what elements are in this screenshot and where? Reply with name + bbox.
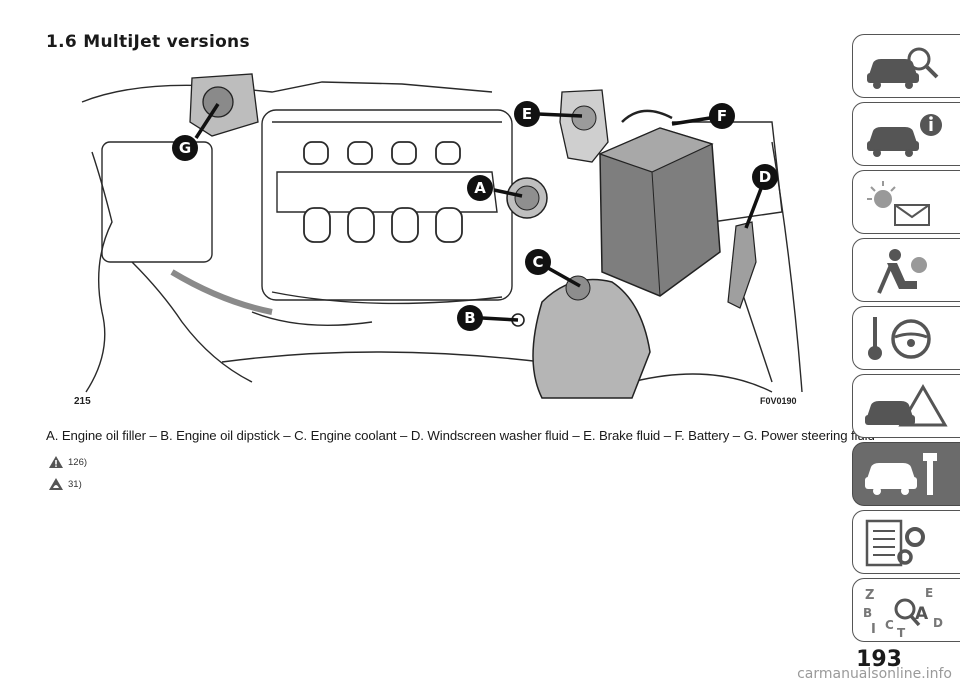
callout-c: C [532, 253, 543, 271]
page-number: 193 [856, 647, 902, 672]
svg-text:A: A [915, 604, 929, 624]
car-info-icon [867, 114, 942, 157]
tab-dashboard-lights[interactable] [852, 170, 960, 234]
environment-icon [49, 478, 63, 490]
seat-airbag-icon [877, 249, 927, 294]
engine-bay-illustration: G E F D A C B [72, 62, 812, 406]
callout-d: D [759, 168, 771, 186]
tab-emergency[interactable] [852, 374, 960, 438]
key-steering-wheel-icon [868, 317, 931, 360]
tab-technical-data[interactable] [852, 510, 960, 574]
section-title: 1.6 MultiJet versions [46, 32, 250, 52]
callout-a: A [474, 179, 486, 197]
svg-text:Z: Z [865, 588, 874, 603]
figure-number: 215 [74, 396, 91, 407]
warning-light-message-icon [867, 181, 930, 226]
svg-text:I: I [871, 622, 876, 637]
document-gears-icon [865, 519, 925, 567]
watermark: carmanualsonline.info [797, 666, 952, 682]
callout-g: G [179, 139, 191, 157]
svg-text:T: T [897, 626, 906, 637]
tab-safety[interactable] [852, 238, 960, 302]
tab-car-knowledge[interactable] [852, 34, 960, 98]
svg-text:B: B [863, 606, 872, 620]
figure-code: F0V0190 [760, 396, 797, 406]
callout-e: E [522, 105, 532, 123]
svg-text:D: D [933, 616, 943, 630]
tab-servicing[interactable] [852, 442, 960, 506]
tab-car-info[interactable] [852, 102, 960, 166]
environment-reference[interactable]: 31) [48, 475, 82, 493]
environment-reference-text: 31) [68, 478, 82, 490]
figure-caption: A. Engine oil filler – B. Engine oil dip… [46, 428, 875, 443]
svg-text:C: C [885, 618, 894, 632]
tab-starting-driving[interactable] [852, 306, 960, 370]
car-warning-triangle-icon [865, 384, 948, 427]
car-magnifier-icon [867, 47, 939, 89]
svg-text:E: E [925, 586, 933, 600]
tab-index[interactable]: Z E B A I C T D [852, 578, 960, 642]
engine-bay-figure: G E F D A C B [72, 62, 812, 406]
car-wrench-icon [865, 453, 937, 495]
callout-f: F [717, 107, 727, 125]
warning-triangle-icon [49, 456, 63, 468]
callout-b: B [464, 309, 475, 327]
warning-reference[interactable]: 126) [48, 453, 87, 471]
warning-reference-text: 126) [68, 456, 88, 468]
alphabet-magnifier-icon: Z E B A I C T D [863, 586, 943, 637]
